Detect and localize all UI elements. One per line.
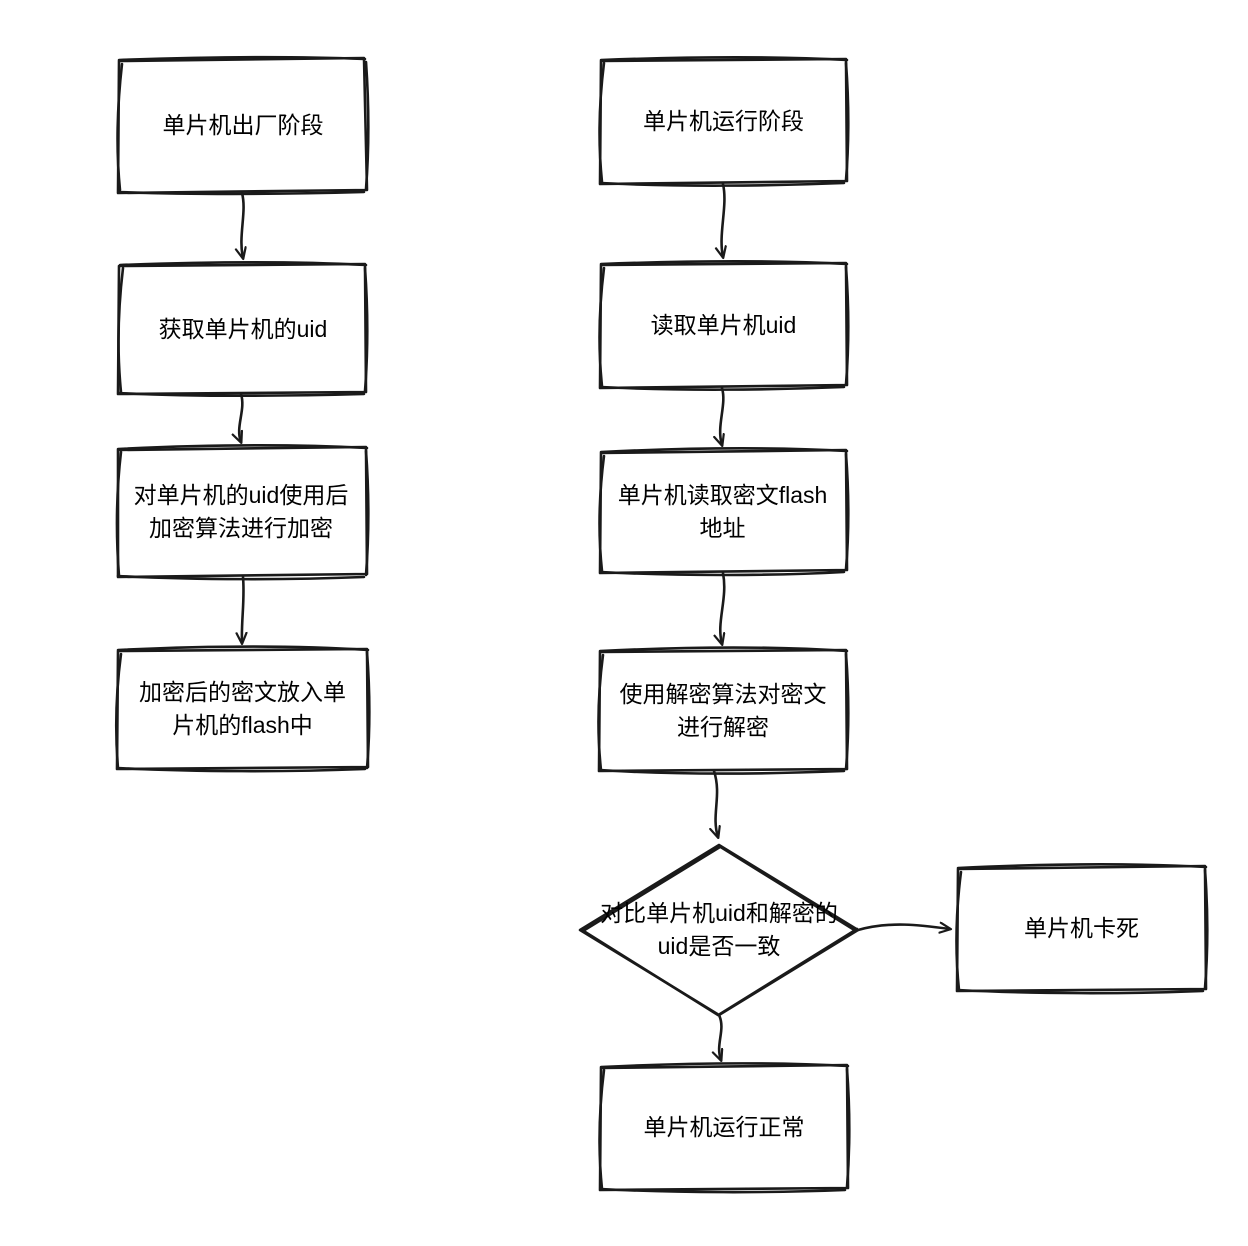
edge-encrypt-to-store (242, 575, 244, 643)
node-shape-runtime-stage (598, 56, 850, 187)
node-shape-compare-uid (578, 843, 860, 1017)
edge-compare-to-normal (719, 1013, 721, 1060)
edge-factory-to-getuid (241, 191, 243, 258)
node-shape-get-uid (116, 261, 369, 398)
edge-getuid-to-encrypt (239, 392, 244, 442)
node-shape-read-flash-address (598, 447, 850, 577)
node-shape-mcu-normal (598, 1062, 851, 1194)
edge-readuid-to-flash (720, 386, 723, 445)
node-shape-decrypt-ciphertext (597, 646, 850, 775)
edge-flash-to-decrypt (720, 571, 726, 644)
node-shape-read-uid (598, 260, 850, 391)
node-shape-encrypt-uid (115, 444, 370, 581)
node-shape-factory-stage (116, 55, 370, 196)
edge-runtime-to-readuid (722, 182, 725, 257)
edge-compare-to-halt (856, 925, 950, 930)
node-shape-store-ciphertext (115, 645, 371, 773)
edge-decrypt-to-compare (714, 769, 718, 837)
node-shape-mcu-halt (955, 863, 1209, 995)
